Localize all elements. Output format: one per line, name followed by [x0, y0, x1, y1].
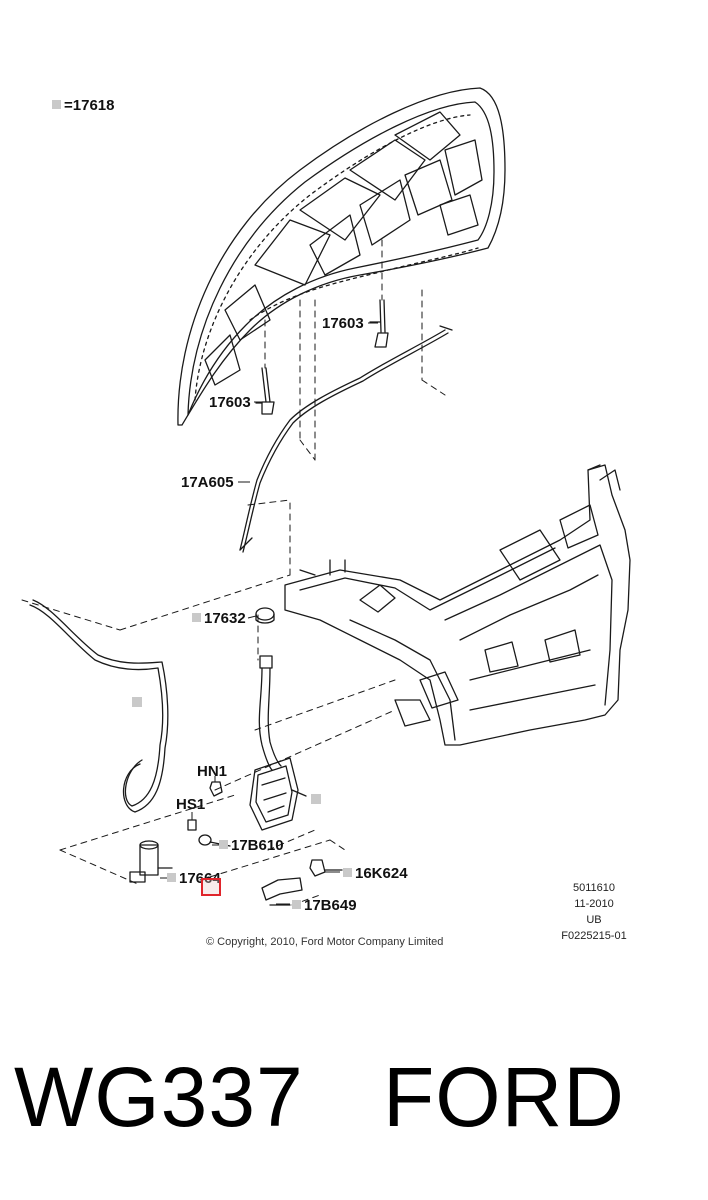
footer-brand: FORD: [383, 1050, 625, 1144]
copyright-notice: © Copyright, 2010, Ford Motor Company Li…: [206, 936, 444, 948]
stamp-line-1: 5011610: [572, 882, 615, 894]
placeholder-square-icon: [219, 840, 228, 849]
document-stamp: 5011610 11-2010 UB F0225215-01: [556, 880, 632, 944]
stamp-line-3: UB: [586, 914, 602, 926]
callout-17b610: 17B610: [219, 838, 284, 853]
callout-17632: 17632: [192, 611, 246, 626]
placeholder-square-icon: [292, 900, 301, 909]
stamp-line-4: F0225215-01: [561, 930, 627, 942]
placeholder-square-icon: [52, 100, 61, 109]
nut-hn1: [209, 781, 223, 797]
stamp-line-2: 11-2010: [574, 898, 614, 910]
reservoir-cap: [255, 607, 275, 624]
placeholder-square-icon: [192, 613, 201, 622]
callout-17632-text: 17632: [204, 610, 246, 627]
washer-pump: [129, 840, 173, 883]
hood-panel: [177, 87, 506, 426]
legend-code: 17618: [72, 97, 115, 114]
placeholder-square-icon: [343, 868, 352, 877]
legend-equals: =: [64, 97, 73, 114]
hood-prop-left: [255, 367, 275, 415]
hood-prop-right: [369, 299, 389, 348]
callout-17664: 17664: [167, 871, 221, 886]
bolt-17b649: [261, 877, 303, 906]
callout-17b610-text: 17B610: [231, 837, 284, 854]
radiator-support-frame: [284, 464, 631, 746]
callout-16k624: 16K624: [343, 866, 408, 881]
bolt-16k624: [309, 859, 343, 877]
callout-17b649: 17B649: [292, 898, 357, 913]
footer-part-code: WG337: [14, 1050, 304, 1144]
legend-note: =17618: [52, 97, 114, 114]
callout-17603-left: 17603: [209, 394, 251, 411]
placeholder-square-icon: [132, 697, 142, 707]
callout-16k624-text: 16K624: [355, 865, 408, 882]
callout-hn1: HN1: [197, 763, 228, 780]
callout-17b649-text: 17B649: [304, 897, 357, 914]
washer-hose-assembly: [29, 325, 453, 813]
callout-17664-text: 17664: [179, 870, 221, 887]
placeholder-square-icon: [167, 873, 176, 882]
screw-hs1: [187, 819, 197, 831]
callout-hs1: HS1: [176, 796, 206, 813]
callout-17603-right: 17603: [322, 315, 364, 332]
highlight-marker: [201, 878, 221, 896]
callout-17a605: 17A605: [181, 474, 234, 491]
placeholder-square-icon: [311, 794, 321, 804]
washer-reservoir: [249, 655, 307, 831]
